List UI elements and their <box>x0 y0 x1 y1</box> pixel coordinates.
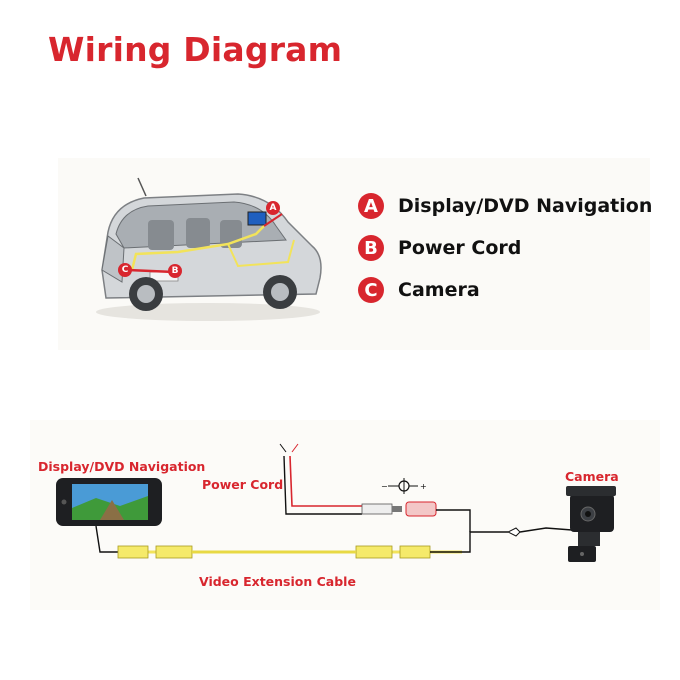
svg-text:+: + <box>420 482 427 491</box>
car-marker-a: A <box>266 201 280 215</box>
legend: A Display/DVD Navigation B Power Cord C … <box>358 192 668 318</box>
video-cable <box>117 545 462 559</box>
car-marker-b: B <box>168 264 182 278</box>
power-cord: − + <box>279 443 471 532</box>
camera-icon <box>566 486 616 562</box>
legend-badge-c: C <box>358 277 384 303</box>
wiring-label-camera: Camera <box>565 469 619 484</box>
legend-label-camera: Camera <box>398 279 480 301</box>
legend-label-display: Display/DVD Navigation <box>398 195 653 217</box>
wiring-label-display: Display/DVD Navigation <box>38 459 206 474</box>
car-marker-c: C <box>118 263 132 277</box>
wiring-label-video: Video Extension Cable <box>199 574 356 589</box>
monitor-icon <box>56 478 162 526</box>
legend-badge-a: A <box>358 193 384 219</box>
car-illustration: A B C <box>88 174 328 324</box>
legend-label-power: Power Cord <box>398 237 522 259</box>
legend-badge-b: B <box>358 235 384 261</box>
legend-item-camera: C Camera <box>358 276 668 304</box>
svg-text:−: − <box>381 482 388 491</box>
wiring-label-power: Power Cord <box>202 477 284 492</box>
legend-item-power: B Power Cord <box>358 234 668 262</box>
page-title: Wiring Diagram <box>48 30 343 69</box>
legend-item-display: A Display/DVD Navigation <box>358 192 668 220</box>
